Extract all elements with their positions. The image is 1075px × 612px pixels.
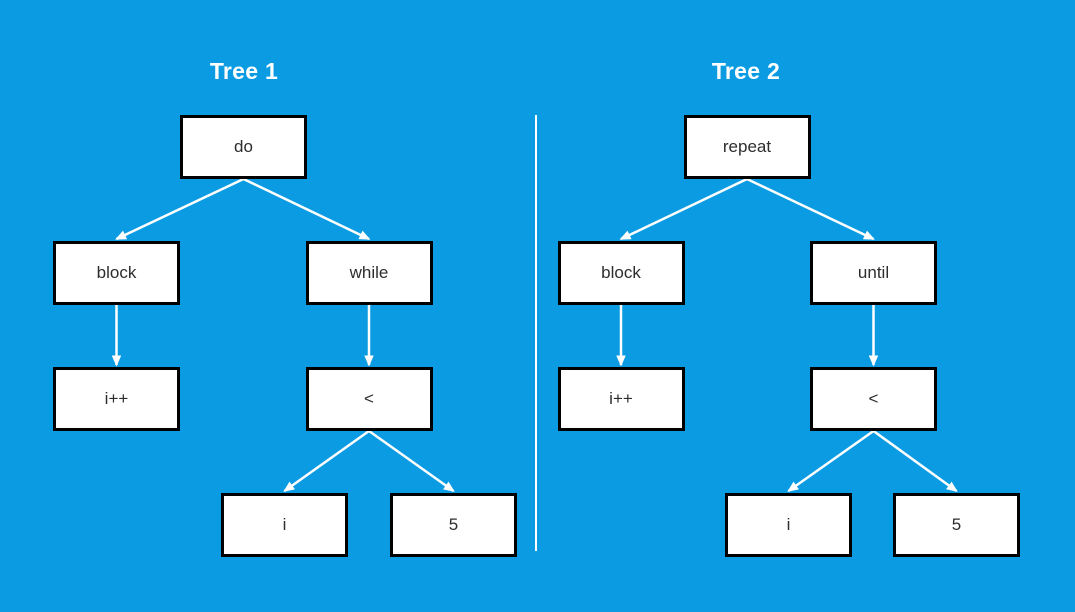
tree2-node-five: 5 xyxy=(893,493,1020,557)
tree1-edge-lt-i xyxy=(283,429,370,493)
tree2-node-until: until xyxy=(810,241,937,305)
tree1-edge-do-block xyxy=(115,177,245,241)
tree2-node-block: block xyxy=(557,241,685,305)
tree1-title: Tree 1 xyxy=(209,58,279,84)
tree1-node-i: i xyxy=(221,493,348,557)
tree2-node-lt: < xyxy=(810,367,937,431)
tree2-node-ipp: i++ xyxy=(557,367,685,431)
tree1-node-five: 5 xyxy=(390,493,517,557)
tree2-edge-repeat-until xyxy=(746,177,875,241)
tree1-node-block: block xyxy=(53,241,180,305)
tree2-node-repeat: repeat xyxy=(683,115,811,179)
tree2-node-i: i xyxy=(725,493,852,557)
tree2-edge-repeat-block xyxy=(619,177,748,241)
divider-line xyxy=(535,115,537,551)
tree1-edge-do-while xyxy=(242,177,371,241)
tree2-edge-lt-five xyxy=(872,429,958,493)
tree1-node-ipp: i++ xyxy=(53,367,180,431)
tree2-title: Tree 2 xyxy=(711,58,781,84)
tree1-edge-lt-five xyxy=(368,429,455,493)
tree2-edge-lt-i xyxy=(787,429,875,493)
tree1-node-while: while xyxy=(305,241,433,305)
tree1-node-lt: < xyxy=(305,367,433,431)
tree1-node-do: do xyxy=(180,115,307,179)
